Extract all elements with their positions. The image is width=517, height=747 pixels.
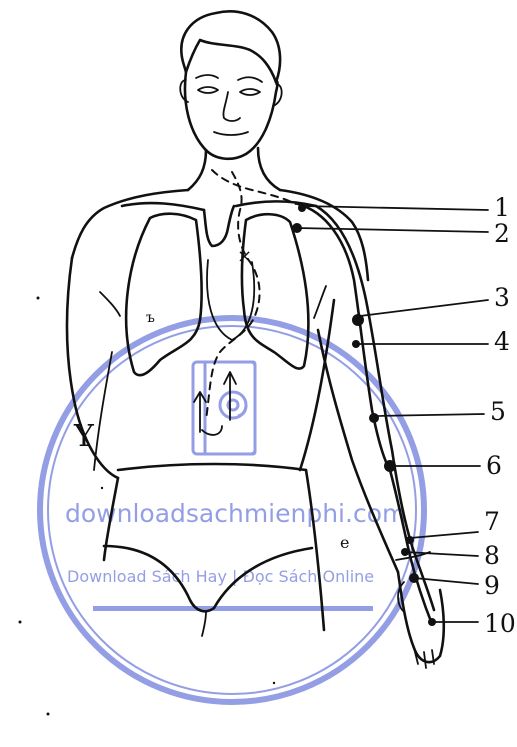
cross-mark: ×	[237, 246, 252, 267]
face-outline	[185, 72, 278, 159]
hand	[398, 572, 444, 662]
label-2: 2	[494, 219, 510, 248]
left-shoulder	[72, 190, 188, 258]
y-mark: Y	[73, 419, 95, 454]
hair	[181, 11, 280, 82]
right-armpit	[314, 286, 326, 318]
label-5: 5	[490, 397, 506, 426]
left-eye	[198, 87, 218, 93]
waistband-top	[118, 464, 306, 470]
shorts-inseam	[202, 612, 206, 636]
small-mark: e	[340, 533, 349, 552]
right-eyebrow	[238, 77, 262, 82]
clavicle-left	[122, 203, 204, 210]
fingers	[414, 648, 434, 668]
internal-meridian-branch	[212, 170, 296, 204]
nose	[223, 92, 240, 121]
label-9: 9	[484, 571, 500, 600]
label-10: 10	[484, 609, 516, 638]
stomach-mark: ъ	[146, 310, 155, 326]
label-1: 1	[494, 193, 510, 222]
watermark-tagline: Download Sách Hay | Đọc Sách Online	[67, 567, 374, 586]
number-labels: 1 2 3 4 5 6 7 8 9 10	[484, 193, 516, 638]
leader-3	[360, 300, 488, 316]
watermark-underline	[93, 606, 373, 611]
arm-outer	[316, 206, 434, 610]
neck-left	[188, 150, 206, 190]
label-4: 4	[494, 327, 510, 356]
mouth	[214, 132, 248, 135]
torso-right	[300, 300, 334, 470]
right-lung	[242, 214, 309, 368]
label-6: 6	[486, 451, 502, 480]
label-3: 3	[494, 283, 510, 312]
trachea	[204, 206, 234, 246]
left-armpit	[100, 292, 120, 316]
left-eyebrow	[196, 75, 218, 78]
left-arm: e	[298, 204, 444, 668]
point-5	[369, 413, 379, 423]
body-figure: × ъ Y	[67, 11, 368, 636]
label-8: 8	[484, 541, 500, 570]
neck-right	[258, 148, 280, 190]
leader-2	[297, 228, 488, 232]
right-eye	[240, 89, 260, 95]
leader-1	[302, 206, 488, 210]
watermark-book-icon	[193, 362, 255, 454]
watermark-site: downloadsachmienphi.com	[65, 499, 406, 528]
label-7: 7	[484, 507, 500, 536]
leader-5	[374, 414, 484, 416]
